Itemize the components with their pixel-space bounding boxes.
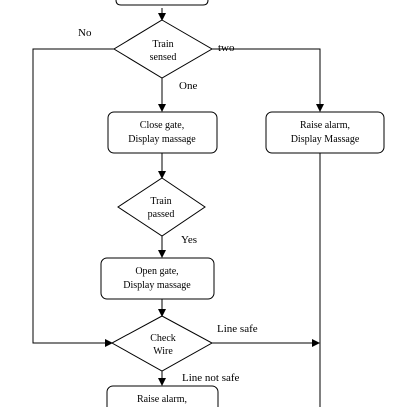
arrow-two-to-raise-alarm <box>212 48 324 112</box>
train-sensed-line-1: Train <box>152 39 173 50</box>
train-passed-line-2: passed <box>148 209 175 220</box>
raise-alarm-right-line-2: Display Massage <box>291 134 360 145</box>
start-box-partial <box>115 0 209 6</box>
label-line-not-safe: Line not safe <box>182 372 240 384</box>
train-sensed-line-2: sensed <box>150 52 177 63</box>
decision-train-passed: Train passed <box>117 177 206 237</box>
check-wire-line-1: Check <box>150 333 176 344</box>
decision-check-wire: Check Wire <box>110 315 214 372</box>
connectors <box>32 8 324 407</box>
label-line-safe: Line safe <box>217 323 258 335</box>
raise-alarm-right-line-1: Raise alarm, <box>300 120 350 131</box>
label-two: two <box>218 42 235 54</box>
arrow-no-to-check-wire <box>32 48 114 347</box>
process-open-gate: Open gate, Display massage <box>100 257 215 300</box>
close-gate-line-2: Display massage <box>128 134 196 145</box>
process-raise-alarm-right: Raise alarm, Display Massage <box>265 111 385 154</box>
open-gate-line-2: Display massage <box>123 280 191 291</box>
check-wire-line-2: Wire <box>153 346 173 357</box>
close-gate-line-1: Close gate, <box>140 120 184 131</box>
edge-labels: No two One Yes Line safe Line not safe <box>78 27 258 384</box>
raise-alarm-bottom-line-1: Raise alarm, <box>137 394 187 405</box>
label-one: One <box>179 80 197 92</box>
train-passed-line-1: Train <box>150 196 171 207</box>
process-close-gate: Close gate, Display massage <box>107 111 218 154</box>
decision-train-sensed: Train sensed <box>113 19 213 79</box>
label-no: No <box>78 27 92 39</box>
open-gate-line-1: Open gate, <box>135 266 178 277</box>
label-yes: Yes <box>181 234 197 246</box>
process-raise-alarm-bottom: Raise alarm, <box>106 385 219 407</box>
